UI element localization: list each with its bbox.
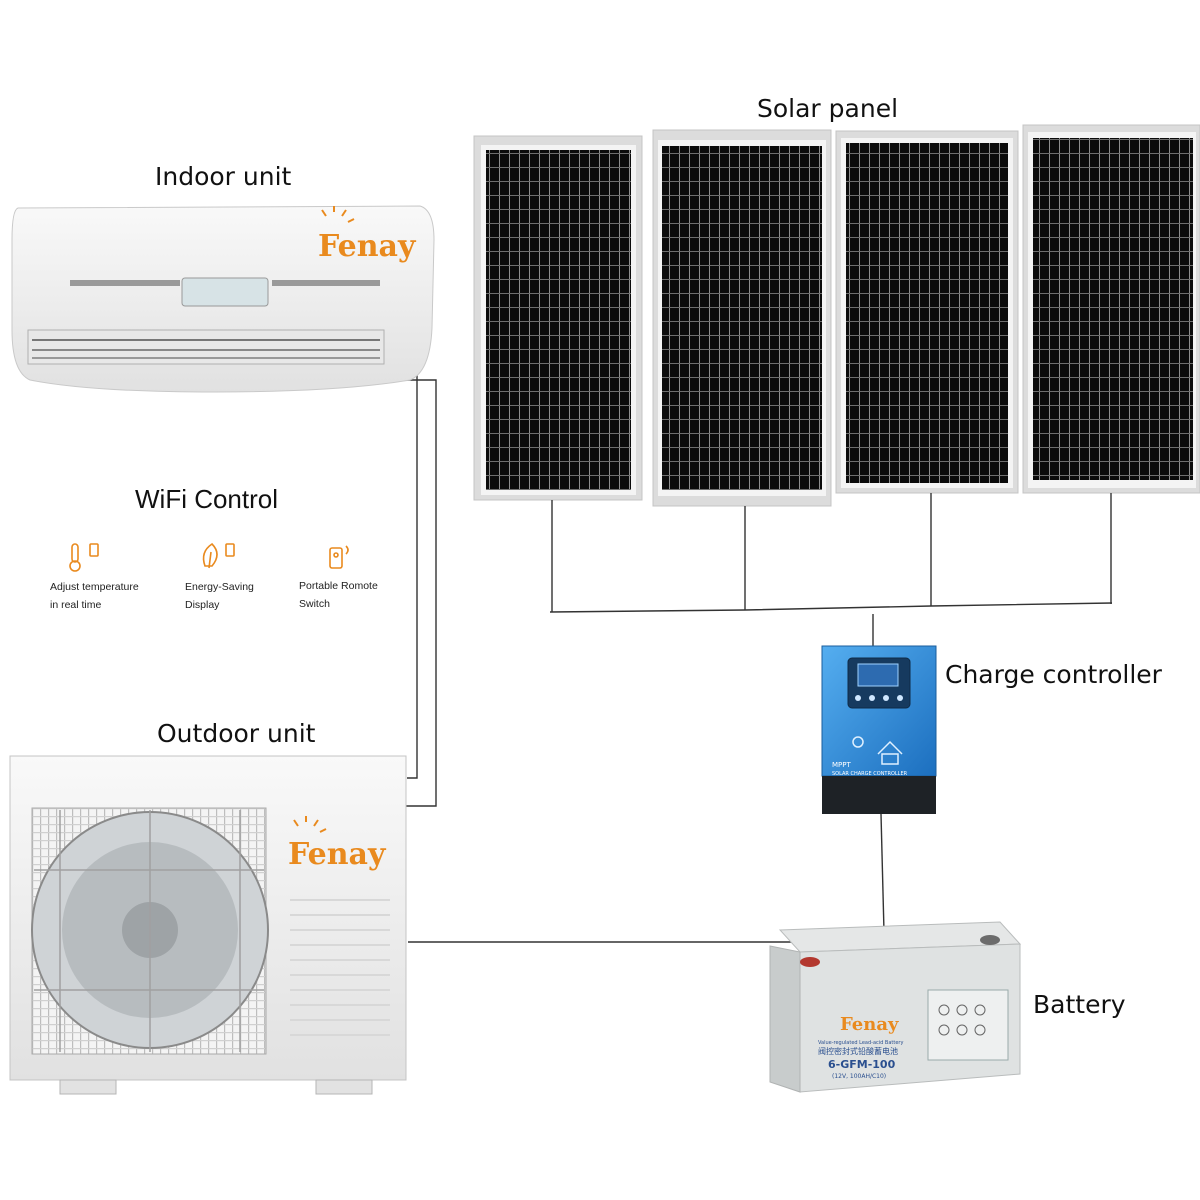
wifi-control-title: WiFi Control — [135, 484, 279, 514]
svg-text:Fenay: Fenay — [288, 837, 387, 872]
svg-text:6-GFM-100: 6-GFM-100 — [828, 1058, 896, 1071]
brand-logo-indoor: Fenay — [318, 206, 417, 264]
svg-text:Fenay: Fenay — [840, 1014, 899, 1035]
indoor-unit — [11, 205, 435, 393]
thermometer-phone-icon — [69, 543, 99, 572]
outdoor-unit-label: Outdoor unit — [157, 719, 316, 748]
solar-panel-1 — [473, 135, 643, 501]
battery: Fenay Value-regulated Lead-acid Battery … — [769, 921, 1022, 1093]
sun-icon — [852, 736, 864, 748]
indoor-unit-label: Indoor unit — [155, 162, 292, 191]
leaf-phone-icon — [202, 542, 235, 569]
feature-portable-remote: Portable Romote Switch — [299, 580, 378, 610]
feature-adjust-temperature: Adjust temperature in real time — [50, 581, 139, 611]
svg-text:Value-regulated Lead-acid Batt: Value-regulated Lead-acid Battery — [818, 1040, 903, 1046]
svg-text:SOLAR CHARGE CONTROLLER: SOLAR CHARGE CONTROLLER — [832, 771, 908, 777]
brand-logo-outdoor: Fenay — [288, 816, 387, 872]
svg-text:MPPT: MPPT — [832, 761, 851, 769]
solar-panel-4 — [1022, 124, 1200, 494]
outdoor-unit — [9, 755, 407, 1095]
solar-panel-label: Solar panel — [757, 94, 899, 123]
feature-energy-saving: Energy-Saving Display — [185, 581, 254, 611]
brand-logo-battery: Fenay — [840, 1014, 899, 1035]
svg-text:Fenay: Fenay — [318, 229, 417, 264]
charge-controller-label: Charge controller — [945, 660, 1162, 689]
battery-label: Battery — [1033, 990, 1126, 1019]
charge-controller: MPPT SOLAR CHARGE CONTROLLER — [821, 645, 937, 814]
svg-text:(12V, 100AH/C10): (12V, 100AH/C10) — [832, 1073, 886, 1080]
solar-panel-2 — [652, 129, 832, 507]
solar-panel-3 — [835, 130, 1019, 494]
remote-control-icon — [329, 545, 349, 569]
svg-text:阀控密封式铅酸蓄电池: 阀控密封式铅酸蓄电池 — [818, 1046, 898, 1056]
house-icon — [877, 740, 903, 765]
